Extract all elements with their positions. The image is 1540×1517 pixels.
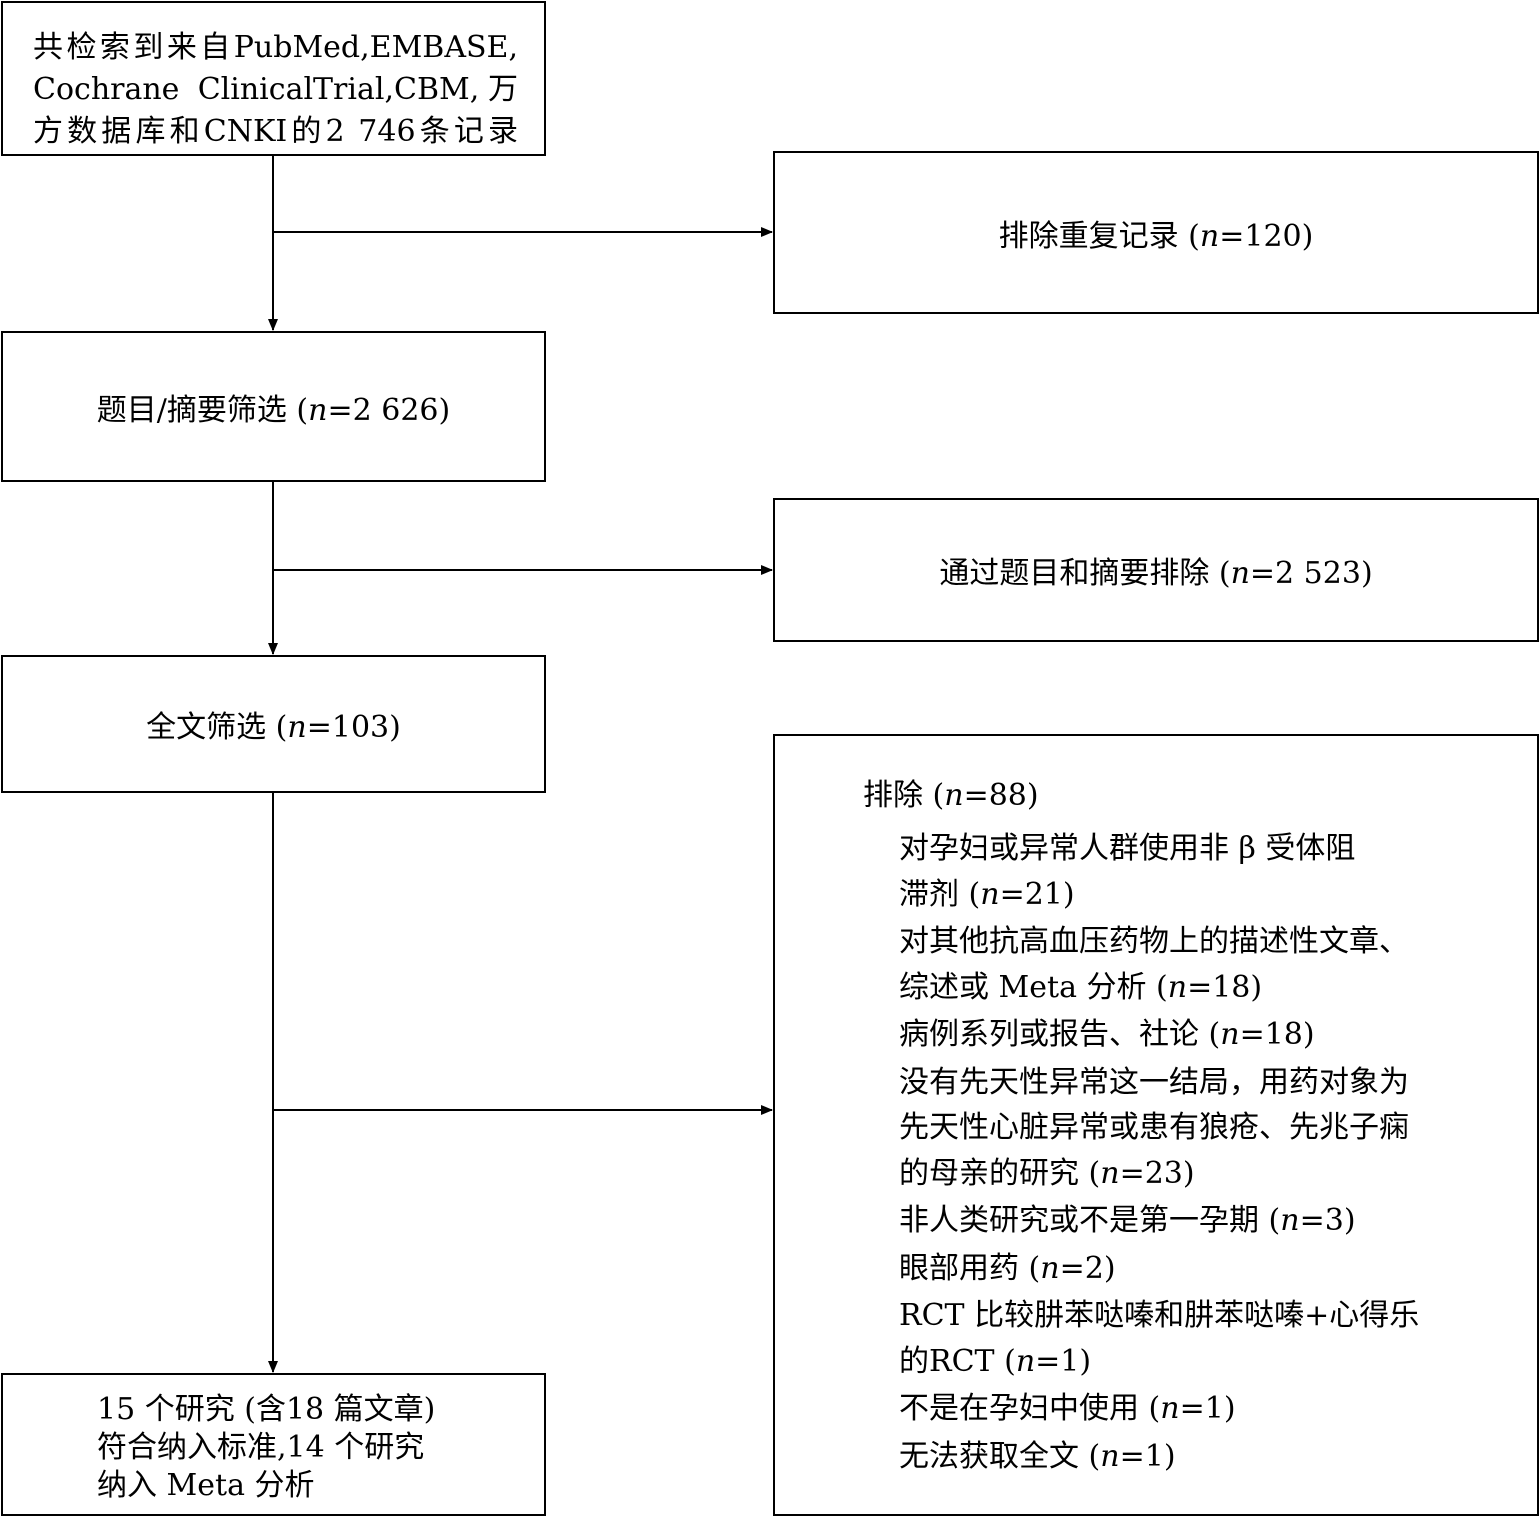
exclusion-total: 88	[988, 778, 1027, 813]
exclusion-reason-text: 先天性心脏异常或患有狼疮、先兆子痫	[899, 1110, 1409, 1145]
exclusion-reason-count: 21	[1024, 876, 1063, 912]
exclusion-reason-text: 非人类研究或不是第一孕期 (n=3)	[899, 1203, 1356, 1238]
duplicates-label: 排除重复记录	[998, 218, 1179, 254]
exclusion-reason-text: RCT 比较肼苯哒嗪和肼苯哒嗪+心得乐	[899, 1298, 1420, 1333]
exclusion-reason-count: 1	[1204, 1391, 1224, 1426]
exclusion-reason: 对其他抗高血压药物上的描述性文章、综述或 Meta 分析 (n=18)	[899, 919, 1499, 1010]
exclusion-reason-text: 的RCT (n=1)	[899, 1343, 1092, 1379]
title-abstract-excluded-box: 通过题目和摘要排除 (n=2 523)	[773, 498, 1539, 642]
exclusion-reason-count: 3	[1324, 1203, 1344, 1238]
fulltext-count: 103	[331, 710, 390, 745]
duplicates-removed-box: 排除重复记录 (n=120)	[773, 151, 1539, 314]
exclusion-reason-text: 综述或 Meta 分析 (n=18)	[899, 969, 1263, 1005]
duplicates-count: 120	[1244, 218, 1302, 254]
exclusion-reason: 眼部用药 (n=2)	[899, 1246, 1499, 1292]
full-text-excluded-box: 排除 (n=88) 对孕妇或异常人群使用非 β 受体阻滞剂 (n=21)对其他抗…	[773, 734, 1539, 1516]
full-text-screening-box: 全文筛选 (n=103)	[1, 655, 546, 793]
exclusion-reason-count: 23	[1144, 1155, 1183, 1191]
exclusion-reason-count: 1	[1060, 1343, 1080, 1379]
exclusion-reason-text: 无法获取全文 (n=1)	[899, 1438, 1176, 1474]
exclusion-reason-text: 没有先天性异常这一结局，用药对象为	[899, 1064, 1409, 1100]
exclusion-reason: 对孕妇或异常人群使用非 β 受体阻滞剂 (n=21)	[899, 826, 1499, 917]
exclusion-reason-text: 的母亲的研究 (n=23)	[899, 1155, 1195, 1191]
exclusion-reason-text: 滞剂 (n=21)	[899, 876, 1075, 912]
exclusion-reason-count: 18	[1264, 1017, 1303, 1052]
fulltext-label: 全文筛选	[146, 710, 267, 745]
title-excluded-count: 2 523	[1275, 556, 1361, 591]
title-abstract-screening-box: 题目/摘要筛选 (n=2 626)	[1, 331, 546, 482]
exclusion-reason-text: 对孕妇或异常人群使用非 β 受体阻	[899, 831, 1356, 866]
exclusion-reason: 不是在孕妇中使用 (n=1)	[899, 1386, 1499, 1432]
included-line: 15 个研究 (含18 篇文章)	[97, 1392, 436, 1427]
exclusion-reason: 无法获取全文 (n=1)	[899, 1434, 1499, 1480]
exclusion-reason: RCT 比较肼苯哒嗪和肼苯哒嗪+心得乐的RCT (n=1)	[899, 1293, 1499, 1384]
exclusion-reason-text: 眼部用药 (n=2)	[899, 1250, 1116, 1286]
exclusion-reasons-list: 对孕妇或异常人群使用非 β 受体阻滞剂 (n=21)对其他抗高血压药物上的描述性…	[899, 826, 1499, 1481]
identification-line: Cochrane ClinicalTrial,CBM,万	[33, 72, 518, 107]
exclusion-reason: 非人类研究或不是第一孕期 (n=3)	[899, 1198, 1499, 1244]
title-excluded-label: 通过题目和摘要排除	[939, 556, 1210, 591]
exclusion-reason-text: 对其他抗高血压药物上的描述性文章、	[899, 924, 1409, 959]
exclusion-reason: 病例系列或报告、社论 (n=18)	[899, 1012, 1499, 1058]
identification-line: 方数据库和CNKI的2 746条记录	[33, 114, 518, 149]
screening-count: 2 626	[352, 392, 439, 428]
exclusion-reason-count: 1	[1144, 1438, 1164, 1474]
identification-line: 共检索到来自PubMed,EMBASE,	[33, 30, 518, 65]
included-line: 符合纳入标准,14 个研究	[97, 1430, 425, 1465]
exclusion-reason-count: 2	[1084, 1250, 1104, 1286]
exclusion-reason-text: 病例系列或报告、社论 (n=18)	[899, 1017, 1315, 1052]
exclusion-reason-text: 不是在孕妇中使用 (n=1)	[899, 1391, 1236, 1426]
exclusion-reason-count: 18	[1212, 969, 1251, 1005]
included-line: 纳入 Meta 分析	[97, 1468, 315, 1503]
included-studies-box: 15 个研究 (含18 篇文章) 符合纳入标准,14 个研究 纳入 Meta 分…	[1, 1373, 546, 1516]
exclusion-heading: 排除 (n=88)	[863, 778, 1039, 813]
screening-label: 题目/摘要筛选	[96, 392, 287, 428]
identification-box: 共检索到来自PubMed,EMBASE, Cochrane ClinicalTr…	[1, 1, 546, 156]
exclusion-reason: 没有先天性异常这一结局，用药对象为先天性心脏异常或患有狼疮、先兆子痫的母亲的研究…	[899, 1060, 1499, 1197]
